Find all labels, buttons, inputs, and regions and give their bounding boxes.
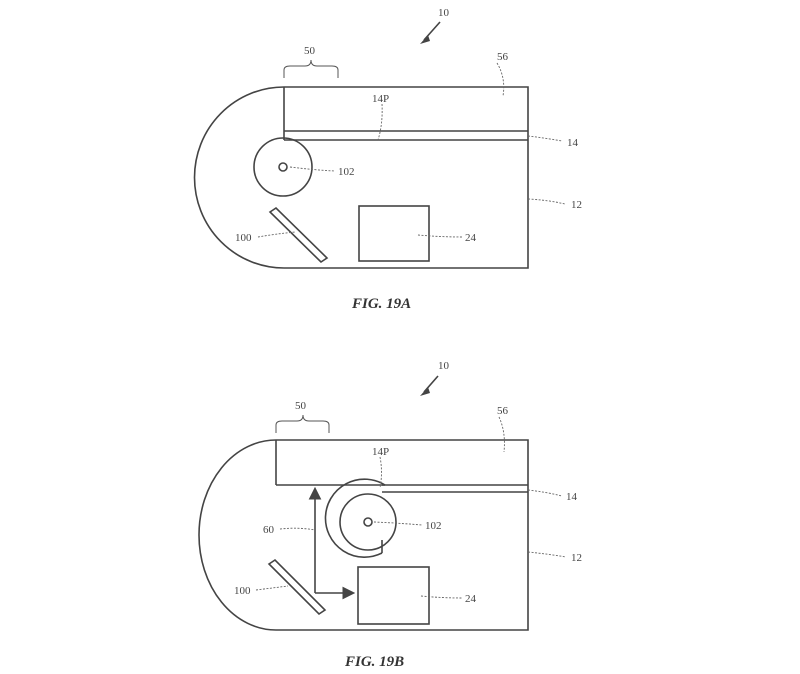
leader-102-b [373, 521, 423, 526]
label-10: 10 [438, 7, 450, 19]
label-14: 14 [567, 137, 579, 149]
component-24-b [357, 566, 430, 625]
leader-56-b [498, 416, 505, 453]
mirror-100 [268, 206, 329, 264]
label-56: 56 [497, 51, 509, 63]
leader-102 [289, 166, 336, 172]
label-14-b: 14 [566, 491, 578, 503]
label-100-b: 100 [234, 585, 251, 597]
roller-102-b [339, 493, 397, 551]
leader-12 [527, 198, 566, 205]
label-100: 100 [235, 232, 252, 244]
label-14p: 14P [372, 93, 389, 105]
figure-19b: 10 50 56 [198, 360, 582, 670]
display-wrap-14p [324, 478, 386, 558]
leader-14p [377, 103, 383, 141]
roller-axle [278, 162, 288, 172]
brace-50 [283, 59, 339, 78]
label-24: 24 [465, 232, 477, 244]
pointer-arrowhead-10-b [420, 387, 430, 396]
label-102-b: 102 [425, 520, 442, 532]
label-12: 12 [571, 199, 582, 211]
figure-caption-19b: FIG. 19B [344, 654, 404, 670]
label-56-b: 56 [497, 405, 509, 417]
leader-14 [527, 135, 563, 142]
mirror-100-b [267, 558, 327, 616]
label-102: 102 [338, 166, 355, 178]
housing-outline [193, 86, 529, 269]
leader-100-b [255, 585, 289, 591]
label-14p-b: 14P [372, 446, 389, 458]
roller-axle-b [363, 517, 373, 527]
label-24-b: 24 [465, 593, 477, 605]
label-10-b: 10 [438, 360, 450, 372]
leader-56 [496, 62, 505, 97]
leader-14-b [527, 489, 563, 497]
housing-outline-b [198, 439, 529, 631]
leader-14p-b [379, 456, 382, 489]
label-60: 60 [263, 524, 275, 536]
label-50: 50 [304, 45, 316, 57]
component-24 [358, 205, 430, 262]
pointer-arrowhead-10 [420, 35, 430, 44]
label-12-b: 12 [571, 552, 582, 564]
leader-60 [279, 527, 316, 531]
figure-caption-19a: FIG. 19A [351, 296, 411, 312]
figure-19a: 10 50 56 14P 14 12 102 100 [193, 7, 582, 312]
roller-102 [253, 137, 313, 197]
brace-50-b [275, 414, 330, 433]
leader-24-b [420, 595, 463, 599]
leader-100 [257, 231, 296, 238]
leader-12-b [527, 551, 567, 558]
leader-24 [417, 234, 463, 238]
label-50-b: 50 [295, 400, 307, 412]
